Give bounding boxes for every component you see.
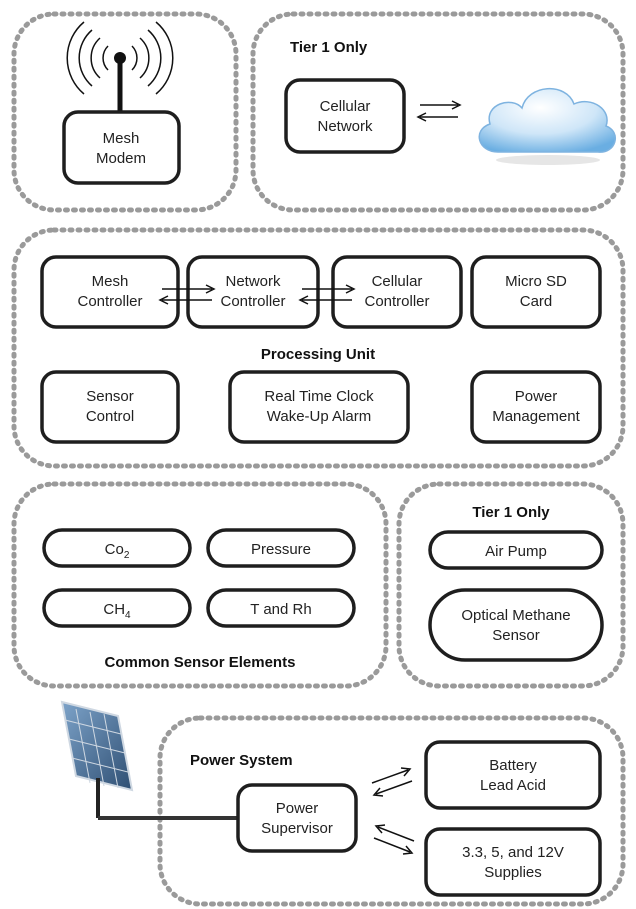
battery-box: Battery Lead Acid [424,740,602,810]
mesh-modem-line2: Modem [96,150,146,167]
mesh-controller-line2: Controller [77,293,142,310]
network-controller-line1: Network [225,273,281,290]
tier1-sensor-header: Tier 1 Only [472,504,550,521]
network-controller-line2: Controller [220,293,285,310]
micro-sd-line2: Card [520,293,553,310]
power-supervisor-line2: Supervisor [261,820,333,837]
methane-sensor-box: Optical Methane Sensor [428,588,604,662]
antenna-icon [66,21,174,112]
methane-sensor-line1: Optical Methane [461,607,570,624]
methane-sensor-line2: Sensor [492,627,540,644]
processing-unit-header: Processing Unit [261,346,375,363]
co2-label: Co2 [105,541,130,561]
pressure-box: Pressure [206,528,356,568]
solar-panel-icon [60,700,238,820]
mesh-modem-line1: Mesh [103,130,140,147]
power-supervisor-box: Power Supervisor [236,783,358,853]
supplies-line1: 3.3, 5, and 12V [462,844,564,861]
ch4-box: CH4 [42,588,192,628]
co2-box: Co2 [42,528,192,568]
processing-unit-group [11,227,626,469]
pressure-label: Pressure [251,541,311,558]
cellular-controller-line2: Controller [364,293,429,310]
t-rh-label: T and Rh [250,601,311,618]
sensor-control-line1: Sensor [86,388,134,405]
air-pump-label: Air Pump [485,543,547,560]
power-system-group [157,715,626,907]
power-supervisor-line1: Power [276,800,319,817]
rtc-box: Real Time Clock Wake-Up Alarm [228,370,410,444]
power-management-line1: Power [515,388,558,405]
supplies-box: 3.3, 5, and 12V Supplies [424,827,602,897]
cellular-controller-box: Cellular Controller [331,255,463,329]
mesh-controller-box: Mesh Controller [40,255,180,329]
micro-sd-line1: Micro SD [505,273,567,290]
battery-line2: Lead Acid [480,777,546,794]
cellular-network-box: Cellular Network [284,78,406,154]
common-sensor-group [11,481,389,689]
micro-sd-box: Micro SD Card [470,255,602,329]
supplies-line2: Supplies [484,864,542,881]
cellular-network-line1: Cellular [320,98,371,115]
rtc-line2: Wake-Up Alarm [267,408,371,425]
controller-arrows [158,284,356,305]
battery-line1: Battery [489,757,537,774]
power-management-box: Power Management [470,370,602,444]
power-management-line2: Management [492,408,580,425]
network-controller-box: Network Controller [186,255,320,329]
cloud-icon [478,88,616,165]
sensor-control-line2: Control [86,408,134,425]
tier1-comm-group [250,11,626,213]
t-rh-box: T and Rh [206,588,356,628]
power-arrows [371,767,415,855]
modem-group [11,11,239,213]
sensor-control-box: Sensor Control [40,370,180,444]
tier1-comm-header: Tier 1 Only [290,39,368,56]
tier1-sensor-group [396,481,626,689]
ch4-label: CH4 [103,601,131,621]
cellular-network-line2: Network [317,118,373,135]
cellular-controller-line1: Cellular [372,273,423,290]
air-pump-box: Air Pump [428,530,604,570]
mesh-controller-line1: Mesh [92,273,129,290]
common-sensor-header: Common Sensor Elements [105,654,296,671]
power-system-header: Power System [190,752,293,769]
rtc-line1: Real Time Clock [264,388,374,405]
mesh-modem-box: Mesh Modem [62,110,181,185]
cellular-cloud-arrows [416,100,462,122]
